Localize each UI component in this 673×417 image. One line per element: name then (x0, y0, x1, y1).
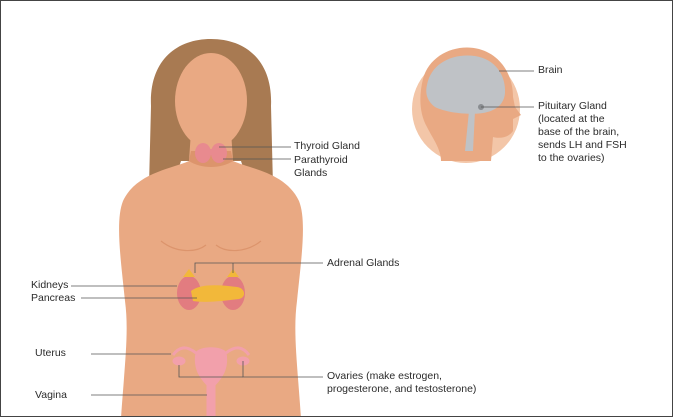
pancreas-label: Pancreas (31, 292, 75, 305)
uterus-label: Uterus (35, 347, 66, 360)
thyroid-gland-label: Thyroid Gland (294, 140, 360, 153)
pancreas (191, 285, 244, 302)
ovaries-label: Ovaries (make estrogen, progesterone, an… (327, 370, 476, 396)
parathyroid-glands-label: Parathyroid Glands (294, 154, 348, 180)
pituitary-gland-label: Pituitary Gland (located at the base of … (538, 100, 627, 165)
brain-label: Brain (538, 64, 563, 77)
adrenal-glands-label: Adrenal Glands (327, 257, 399, 270)
kidneys-label: Kidneys (31, 279, 68, 292)
vagina-label: Vagina (35, 389, 67, 402)
face (175, 53, 247, 149)
